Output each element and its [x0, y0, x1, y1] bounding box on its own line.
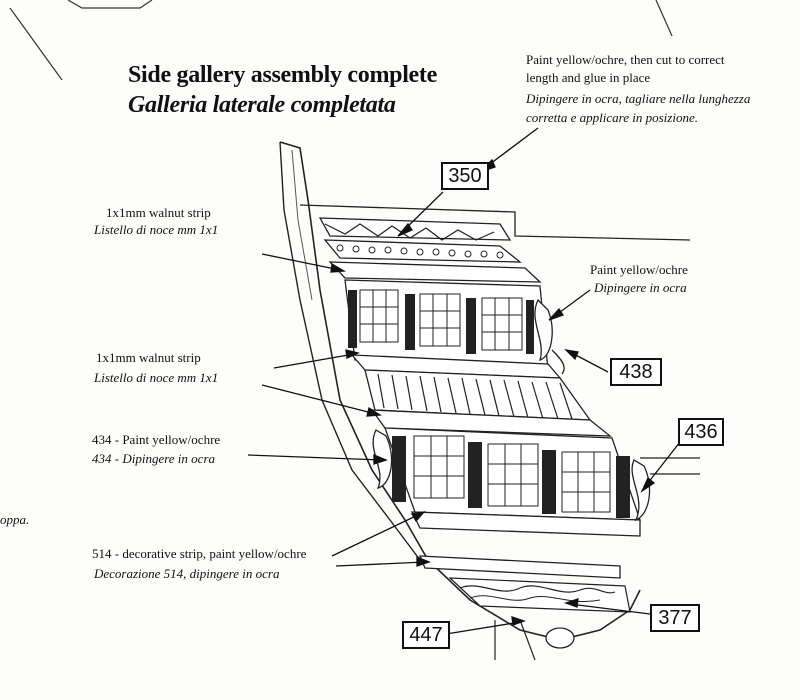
title-english: Side gallery assembly complete [128, 62, 437, 88]
title-italian: Galleria laterale completata [128, 92, 396, 118]
note-part-434-italian: 434 - Dipingere in ocra [92, 451, 215, 466]
note-strip-middle-english: 1x1mm walnut strip [96, 350, 201, 365]
part-label-438: 438 [610, 358, 662, 386]
part-label-350: 350 [441, 162, 489, 190]
note-paint-right-english: Paint yellow/ochre [590, 262, 688, 277]
note-paint-top-line1: Paint yellow/ochre, then cut to correct [526, 52, 725, 67]
note-strip-upper-english: 1x1mm walnut strip [106, 205, 211, 220]
note-cut-off: oppa. [0, 512, 30, 527]
note-paint-top-line4: corretta e applicare in posizione. [526, 110, 698, 125]
note-paint-top-line3: Dipingere in ocra, tagliare nella lunghe… [526, 91, 751, 106]
note-part-514-italian: Decorazione 514, dipingere in ocra [94, 566, 280, 581]
note-paint-right-italian: Dipingere in ocra [594, 280, 687, 295]
note-paint-top-line2: length and glue in place [526, 70, 651, 85]
part-label-436: 436 [678, 418, 724, 446]
part-label-447: 447 [402, 621, 450, 649]
note-part-434-english: 434 - Paint yellow/ochre [92, 432, 221, 447]
note-part-514-english: 514 - decorative strip, paint yellow/och… [92, 546, 307, 561]
part-label-377: 377 [650, 604, 700, 632]
note-strip-upper-italian: Listello di noce mm 1x1 [94, 222, 219, 237]
note-strip-middle-italian: Listello di noce mm 1x1 [94, 370, 219, 385]
